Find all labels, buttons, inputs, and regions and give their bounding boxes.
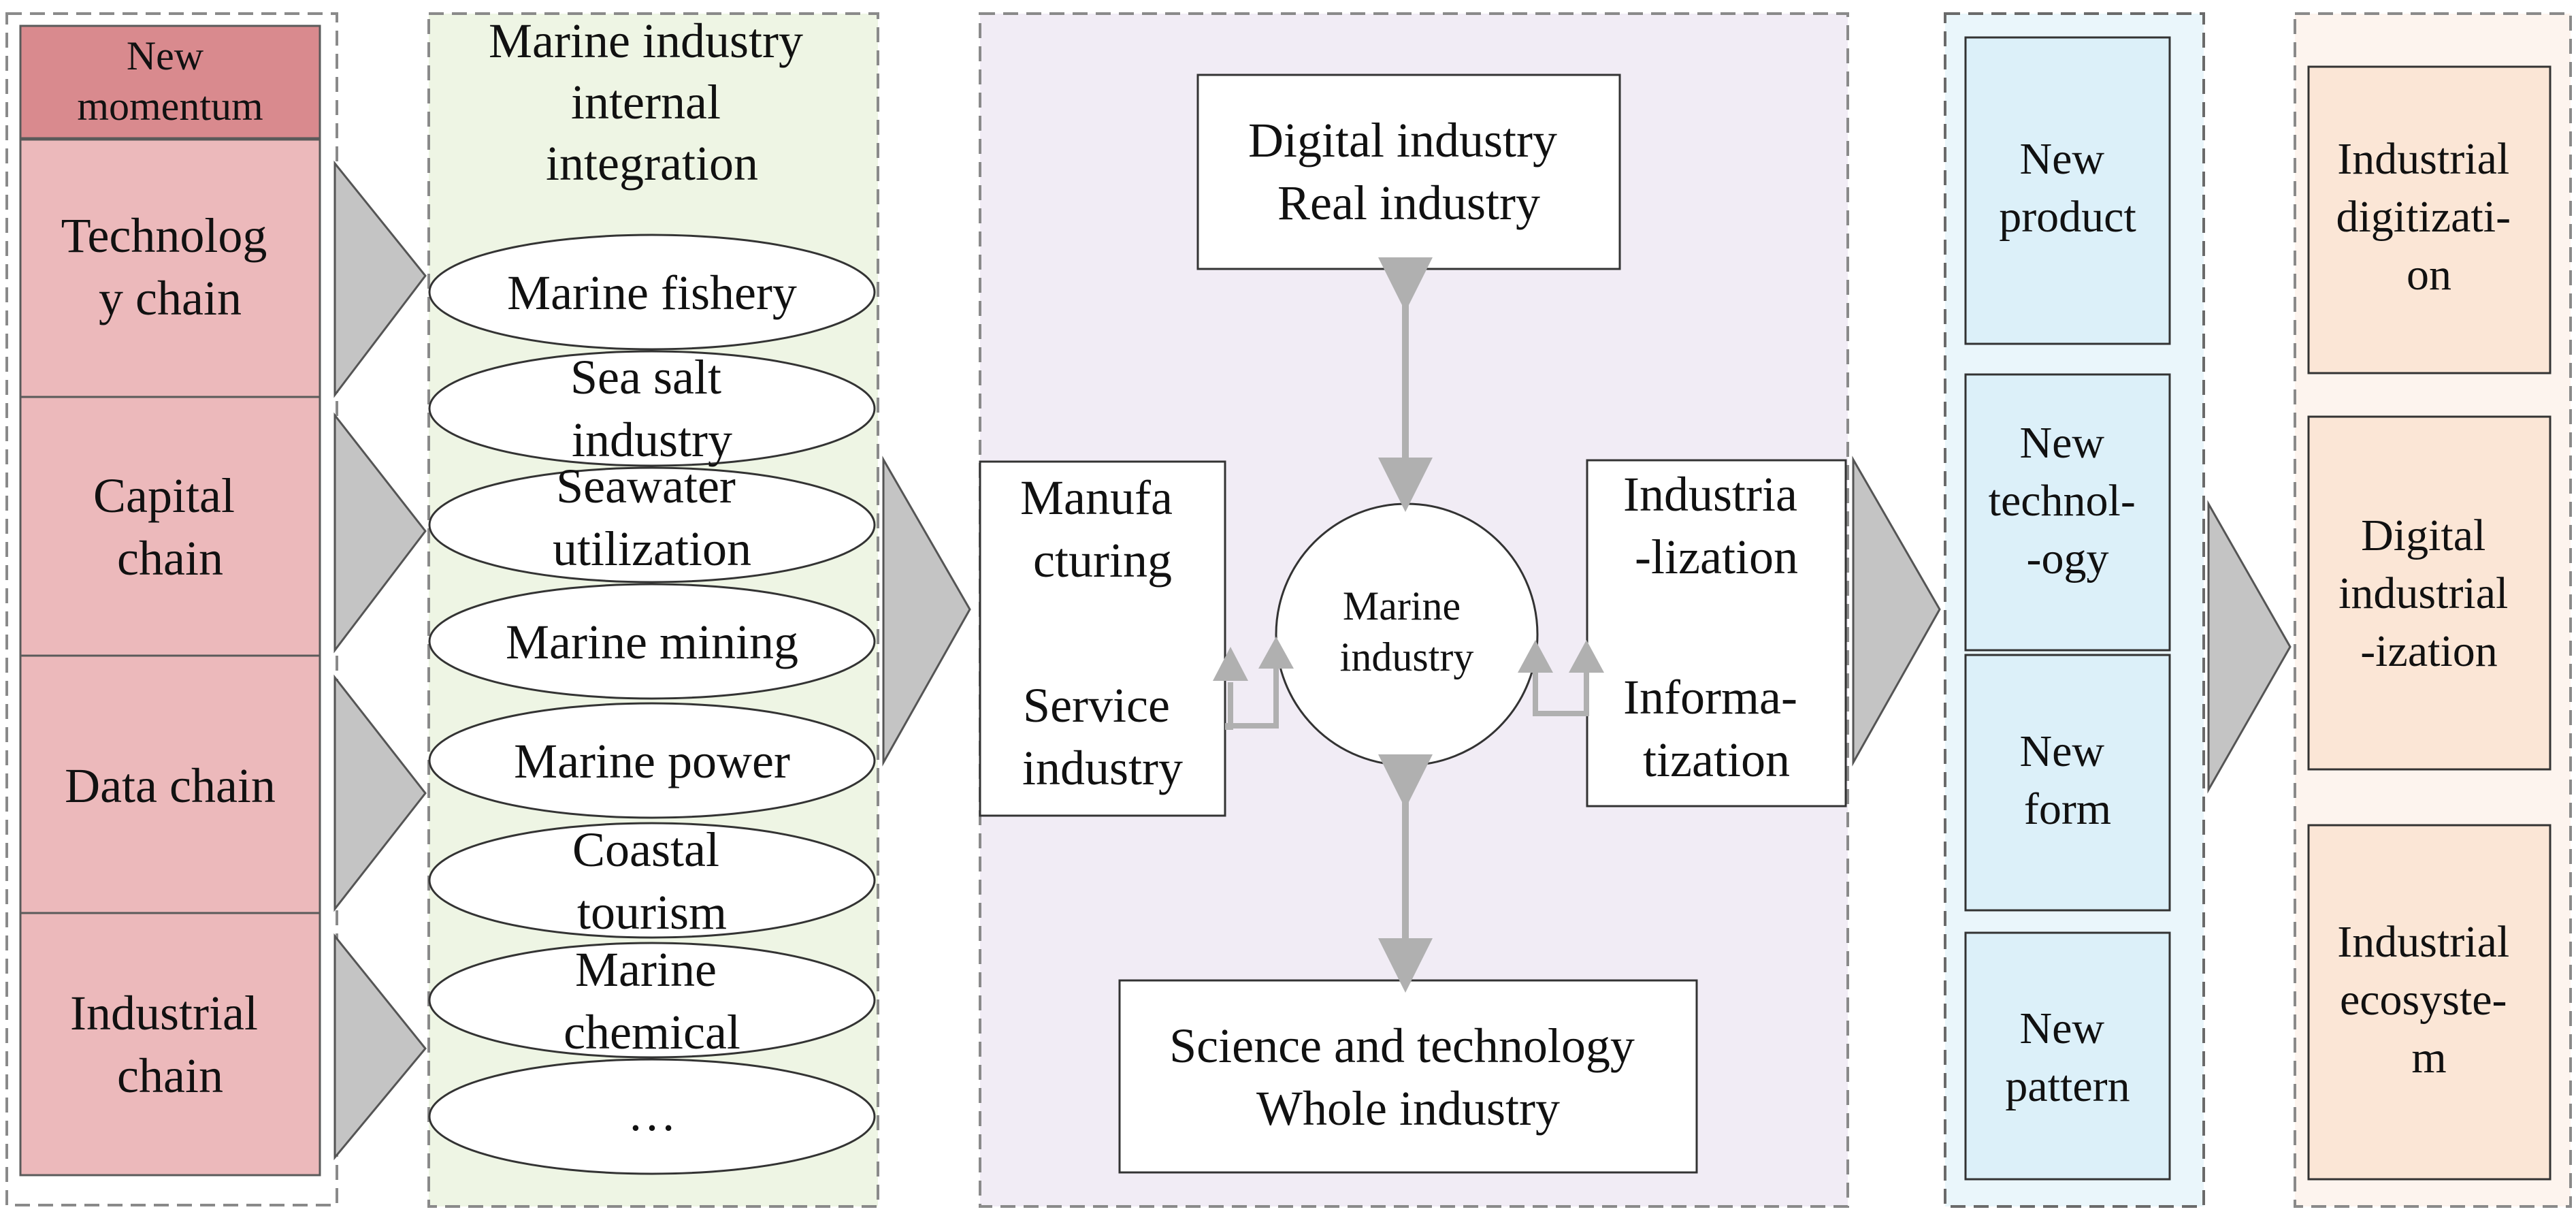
digital-real-box	[1196, 74, 1621, 270]
technology-chain-box	[19, 138, 321, 398]
label-marine-chemical: Marine chemical	[564, 942, 740, 1059]
ellipse-more	[428, 1058, 876, 1175]
manufacturing-text: Manufa cturing	[1020, 470, 1185, 588]
right-arrowhead-inner	[1518, 640, 1553, 673]
technology-chain-label: Technolog y chain	[61, 208, 280, 325]
ellipse-sea-salt	[428, 350, 876, 467]
new-product-text: New product	[1999, 134, 2136, 242]
industrialization-text: Industria -lization	[1623, 467, 1810, 584]
chain-arrow-data	[333, 674, 427, 912]
outputs-arrow	[2207, 500, 2292, 794]
new-form-text: New form	[2019, 726, 2115, 834]
ellipse-marine-chemical	[428, 942, 876, 1059]
label-marine-fishery: Marine fishery	[507, 266, 797, 320]
science-whole-box	[1118, 979, 1698, 1174]
capital-chain-label: Capital chain	[93, 468, 247, 586]
ellipse-seawater-utilization	[428, 466, 876, 583]
label-more: …	[627, 1087, 676, 1141]
chain-arrow-capital	[333, 412, 427, 654]
momentum-header-box	[19, 25, 321, 140]
new-product-box	[1964, 36, 2171, 345]
industrial-ecosystem-text: Industrial ecosyste- m	[2337, 917, 2520, 1083]
label-sea-salt: Sea salt industry	[570, 350, 734, 467]
label-marine-mining: Marine mining	[506, 615, 798, 669]
industrial-chain-box	[19, 912, 321, 1177]
capital-chain-box	[19, 396, 321, 657]
industrial-chain-label: Industrial chain	[70, 986, 270, 1103]
label-coastal-tourism: Coastal tourism	[572, 822, 732, 940]
digital-real-text: Digital industry Real industry	[1248, 113, 1569, 230]
ellipse-coastal-tourism	[428, 822, 876, 939]
integration-arrow	[882, 455, 971, 767]
new-technology-text: New technol- -ogy	[1989, 418, 2147, 583]
new-technology-box	[1964, 373, 2171, 652]
manufacturing-service-box	[979, 460, 1226, 817]
science-whole-text: Science and technology Whole industry	[1169, 1019, 1647, 1136]
new-pattern-text: New pattern	[2005, 1004, 2130, 1111]
right-arrowhead-outer	[1569, 640, 1604, 673]
chain-arrow-industrial	[333, 933, 427, 1161]
new-pattern-box	[1964, 931, 2171, 1181]
new-form-box	[1964, 654, 2171, 912]
ellipse-marine-mining	[428, 583, 876, 700]
marine-industry-center-text: Marine industry	[1340, 583, 1474, 679]
service-industry-text: Service industry	[1022, 678, 1183, 795]
momentum-header-text: New momentum	[77, 33, 263, 129]
left-connector-link	[1225, 682, 1233, 730]
industrial-ecosystem-box	[2307, 824, 2551, 1181]
label-marine-power: Marine power	[514, 734, 790, 788]
ellipse-marine-fishery	[428, 234, 876, 351]
left-arrowhead-inner	[1258, 637, 1294, 669]
ellipse-marine-power	[428, 702, 876, 819]
informatization-text: Informa- tization	[1623, 670, 1810, 787]
label-seawater-utilization: Seawater utilization	[553, 459, 751, 576]
digital-industrialization-box	[2307, 415, 2551, 771]
integration-title: Marine industry internal integration	[489, 14, 815, 191]
chain-arrow-technology	[333, 160, 427, 398]
industrial-digitization-box	[2307, 65, 2551, 374]
industrial-digitization-text: Industrial digitizati- on	[2336, 134, 2522, 300]
core-arrow	[1852, 455, 1941, 767]
left-arrowhead-outer	[1213, 647, 1248, 681]
industrialization-informatization-box	[1586, 459, 1847, 807]
digital-industrialization-text: Digital industrial -ization	[2338, 511, 2520, 676]
data-chain-label: Data chain	[65, 758, 276, 813]
